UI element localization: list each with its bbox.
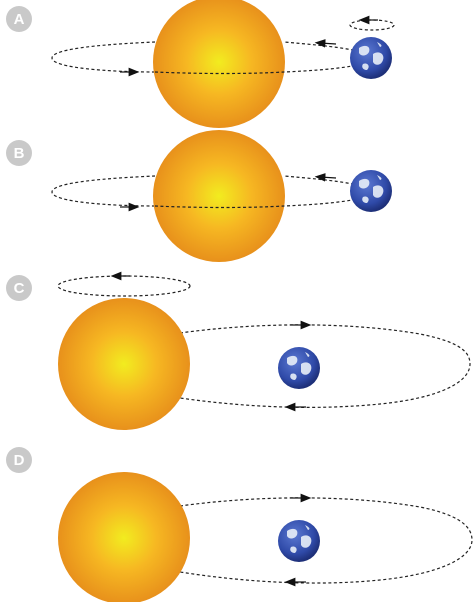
earth-b bbox=[350, 170, 392, 212]
panel-label-d: D bbox=[6, 447, 32, 473]
orbit-a-arrow-top bbox=[314, 39, 337, 48]
sun-a bbox=[153, 0, 285, 128]
panel-a bbox=[51, 0, 395, 128]
orbit-d bbox=[179, 497, 473, 584]
spin-orbit-a bbox=[349, 19, 395, 31]
orbit-a-back bbox=[51, 41, 156, 73]
panel-b bbox=[51, 130, 392, 262]
sun-d bbox=[58, 472, 190, 604]
earth-c bbox=[278, 347, 320, 389]
panel-c bbox=[57, 271, 471, 430]
panel-label-b: B bbox=[6, 140, 32, 166]
orbit-c bbox=[179, 324, 471, 408]
spin-orbit-c bbox=[57, 275, 191, 297]
panel-d bbox=[58, 472, 473, 604]
orbit-b-front bbox=[154, 175, 371, 209]
earth-a bbox=[350, 37, 392, 79]
sun-c bbox=[58, 298, 190, 430]
orbit-b-arrow-top bbox=[314, 173, 337, 182]
orbit-a-front bbox=[154, 41, 371, 75]
panel-label-a: A bbox=[6, 6, 32, 32]
earth-d bbox=[278, 520, 320, 562]
panel-label-c: C bbox=[6, 275, 32, 301]
orbit-b-back bbox=[51, 175, 156, 207]
sun-b bbox=[153, 130, 285, 262]
